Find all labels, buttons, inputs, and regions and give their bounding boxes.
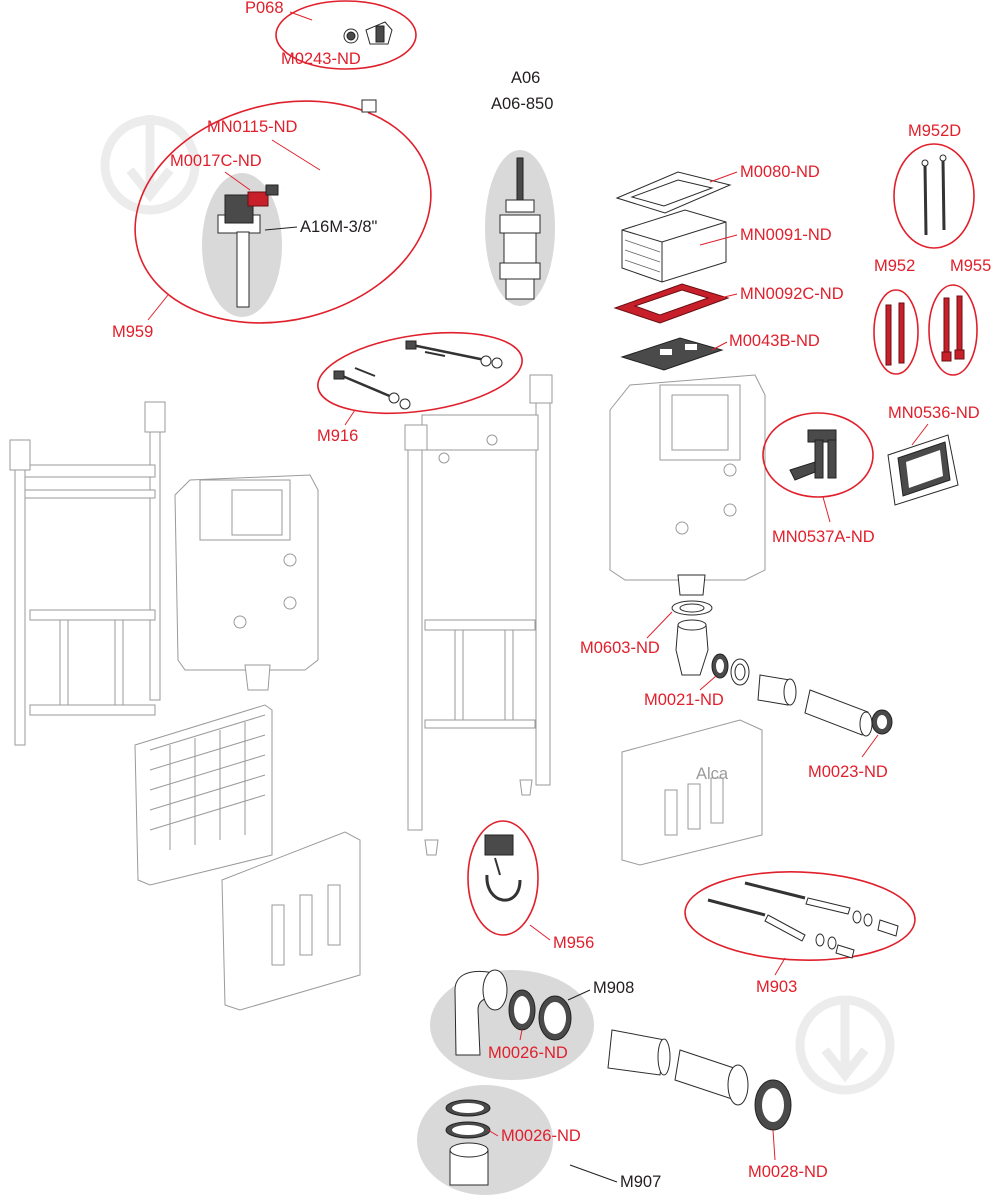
m908-bend-pipe [454,969,572,1056]
left-cover-panel [221,831,361,1011]
a06-flush-valve [499,157,541,300]
m907-connector [445,1099,491,1186]
mn0536-plate-part [887,434,959,506]
right-pipe-sections [757,674,873,737]
label-mn0092c: MN0092C-ND [740,285,844,303]
label-m907: M907 [620,1173,661,1191]
left-frame [9,401,166,746]
m956-clip-bracket [484,834,522,902]
m903-oval [684,871,916,961]
label-p068: P068 [245,0,284,17]
m0603-elbow [671,600,713,676]
watermark-right [795,995,895,1095]
label-m0243: M0243-ND [281,50,361,68]
m959-oval [134,100,432,324]
alca-logo-text: Alca [696,765,729,783]
center-frame [404,374,553,856]
label-m0043b: M0043B-ND [729,332,820,350]
label-m0080: M0080-ND [740,163,820,181]
m952-rods [885,302,905,366]
label-a06: A06 [511,69,540,87]
label-m0026-bottom: M0026-ND [501,1127,581,1145]
label-a06-850: A06-850 [491,95,553,113]
label-mn0091: MN0091-ND [740,226,832,244]
label-m955: M955 [950,257,991,275]
m952d-oval [893,143,975,249]
m916-oval [317,331,523,415]
m0080-frame-part [615,171,732,214]
m955-rods [941,295,965,362]
m0043b-plate-part [620,337,724,371]
label-mn0536: MN0536-ND [888,404,980,422]
label-m952: M952 [874,257,915,275]
mn0537a-bracket [789,429,837,481]
p068-oval [275,0,417,70]
label-m0603: M0603-ND [580,639,660,657]
label-m959: M959 [112,323,153,341]
label-m956: M956 [553,934,594,952]
label-m903: M903 [756,978,797,996]
m952-oval [873,289,919,375]
m903-bolts [707,881,899,959]
mn0537a-oval [762,412,874,498]
m0023-seal [871,709,893,735]
p068-valve-part [343,21,393,45]
pipe-extension [607,1029,749,1106]
mn0091-box-part [621,209,727,283]
label-mn0537a: MN0537A-ND [772,528,875,546]
left-cistern [174,474,319,691]
a16m-fill-valve [217,99,377,308]
label-m952d: M952D [908,122,961,140]
label-m0026-top: M0026-ND [488,1044,568,1062]
label-mn0115: MN0115-ND [207,118,298,136]
m916-bolts [333,340,503,410]
m0028-seal [754,1079,792,1131]
label-a16m: A16M-3/8" [300,218,378,236]
right-alca-cover: Alca [621,719,763,866]
label-m0017c: M0017C-ND [170,152,262,170]
label-m908: M908 [593,979,634,997]
right-cistern [609,374,766,596]
m956-oval [467,820,539,936]
label-m0023: M0023-ND [808,763,888,781]
m0021-seal-rings [711,653,750,686]
left-grid-panel [134,704,273,886]
label-m0028: M0028-ND [748,1163,828,1181]
m952d-rods [921,154,947,236]
label-m0021: M0021-ND [644,691,724,709]
watermark-left [100,115,200,215]
mn0092c-red-frame [613,283,730,324]
m955-oval [928,284,978,376]
label-m916: M916 [317,427,358,445]
